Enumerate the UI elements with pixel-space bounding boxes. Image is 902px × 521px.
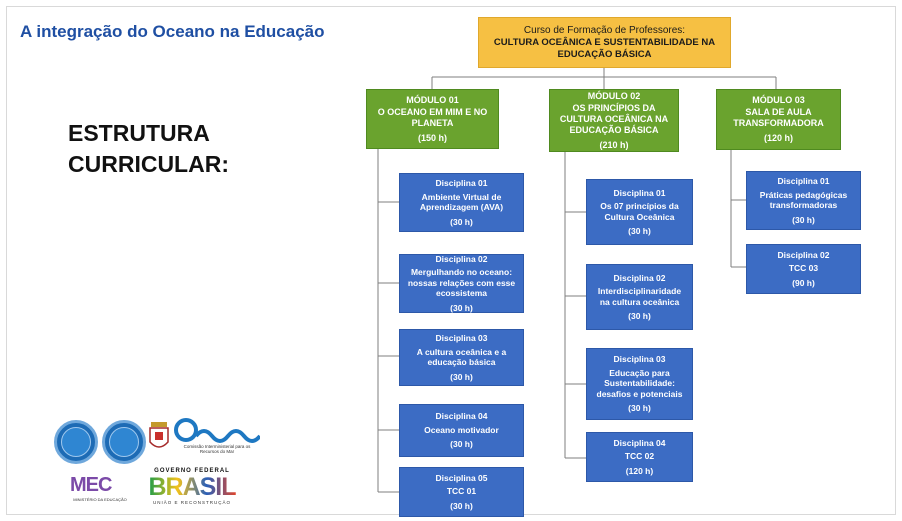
discipline-hours: (30 h) bbox=[450, 500, 473, 511]
discipline-title: Disciplina 02 bbox=[613, 272, 666, 283]
discipline-hours: (30 h) bbox=[628, 311, 651, 321]
discipline-hours: (30 h) bbox=[450, 302, 473, 313]
psrm-seal-logo bbox=[102, 420, 146, 464]
module-01-discipline-01: Disciplina 01 Ambiente Virtual de Aprend… bbox=[399, 173, 524, 232]
module-02-discipline-01: Disciplina 01 Os 07 princípios da Cultur… bbox=[586, 179, 693, 245]
mec-logo: MEC MINISTÉRIO DA EDUCAÇÃO bbox=[70, 474, 130, 510]
module-name: O OCEANO EM MIM E NO PLANETA bbox=[377, 106, 488, 128]
discipline-hours: (120 h) bbox=[625, 465, 654, 476]
cirm-caption: Comissão Interministerial para os Recurs… bbox=[183, 444, 251, 454]
discipline-title: Disciplina 04 bbox=[435, 411, 488, 422]
discipline-name: A cultura oceânica e a educação básica bbox=[416, 346, 507, 368]
module-name: SALA DE AULA TRANSFORMADORA bbox=[733, 107, 824, 128]
discipline-title: Disciplina 01 bbox=[435, 178, 488, 188]
discipline-title: Disciplina 02 bbox=[777, 249, 830, 260]
discipline-name: Práticas pedagógicas transformadoras bbox=[759, 189, 848, 211]
discipline-title: Disciplina 02 bbox=[435, 253, 488, 264]
discipline-name: TCC 02 bbox=[624, 451, 655, 462]
module-01-discipline-03: Disciplina 03 A cultura oceânica e a edu… bbox=[399, 329, 524, 386]
wave-icon bbox=[174, 418, 262, 443]
gov-top-label: GOVERNO FEDERAL bbox=[154, 468, 230, 474]
discipline-hours: (90 h) bbox=[792, 277, 815, 288]
coat-of-arms-logo bbox=[149, 422, 169, 448]
discipline-title: Disciplina 01 bbox=[777, 176, 830, 186]
discipline-hours: (30 h) bbox=[450, 216, 473, 227]
module-hours: (120 h) bbox=[763, 133, 793, 143]
governo-federal-logo: GOVERNO FEDERAL BRASIL UNIÃO E RECONSTRU… bbox=[142, 468, 242, 514]
partner-logos: Comissão Interministerial para os Recurs… bbox=[50, 418, 262, 514]
module-02-discipline-03: Disciplina 03 Educação para Sustentabili… bbox=[586, 348, 693, 420]
gov-brasil-word: BRASIL bbox=[148, 473, 236, 501]
module-03-box: MÓDULO 03 SALA DE AULA TRANSFORMADORA (1… bbox=[716, 89, 841, 150]
discipline-name: TCC 01 bbox=[446, 486, 477, 497]
discipline-name: Oceano motivador bbox=[424, 424, 499, 435]
course-label: Curso de Formação de Professores: bbox=[523, 24, 686, 36]
discipline-title: Disciplina 03 bbox=[613, 354, 666, 365]
mec-caption: MINISTÉRIO DA EDUCAÇÃO bbox=[73, 497, 127, 502]
discipline-name: Educação para Sustentabilidade: desafios… bbox=[596, 367, 683, 399]
module-01-box: MÓDULO 01 O OCEANO EM MIM E NO PLANETA (… bbox=[366, 89, 499, 149]
discipline-title: Disciplina 04 bbox=[613, 437, 666, 448]
discipline-hours: (30 h) bbox=[450, 439, 473, 450]
module-03-discipline-02: Disciplina 02 TCC 03 (90 h) bbox=[746, 244, 861, 294]
discipline-hours: (30 h) bbox=[628, 403, 651, 414]
discipline-hours: (30 h) bbox=[450, 371, 473, 382]
slide-title: A integração do Oceano na Educação bbox=[20, 22, 325, 41]
section-heading-line2: CURRICULAR: bbox=[68, 151, 229, 177]
discipline-name: Os 07 princípios da Cultura Oceânica bbox=[600, 201, 679, 222]
discipline-title: Disciplina 05 bbox=[435, 472, 488, 483]
module-02-box: MÓDULO 02 OS PRINCÍPIOS DA CULTURA OCEÂN… bbox=[549, 89, 679, 152]
gov-caption: UNIÃO E RECONSTRUÇÃO bbox=[152, 500, 231, 505]
discipline-title: Disciplina 01 bbox=[613, 187, 666, 198]
module-title: MÓDULO 01 bbox=[406, 94, 459, 105]
module-name: OS PRINCÍPIOS DA CULTURA OCEÂNICA NA EDU… bbox=[559, 102, 669, 135]
discipline-name: Mergulhando no oceano: nossas relações c… bbox=[407, 267, 516, 299]
module-02-discipline-02: Disciplina 02 Interdisciplinaridade na c… bbox=[586, 264, 693, 330]
course-name: CULTURA OCEÂNICA E SUSTENTABILIDADE NA E… bbox=[493, 36, 716, 60]
mec-word: MEC bbox=[70, 474, 112, 496]
course-box: Curso de Formação de Professores: CULTUR… bbox=[478, 17, 731, 68]
discipline-name: Ambiente Virtual de Aprendizagem (AVA) bbox=[419, 191, 504, 213]
module-01-discipline-04: Disciplina 04 Oceano motivador (30 h) bbox=[399, 404, 524, 457]
section-heading-line1: ESTRUTURA bbox=[68, 120, 210, 146]
module-hours: (150 h) bbox=[417, 132, 447, 143]
module-03-discipline-01: Disciplina 01 Práticas pedagógicas trans… bbox=[746, 171, 861, 230]
module-02-discipline-04: Disciplina 04 TCC 02 (120 h) bbox=[586, 432, 693, 482]
discipline-name: Interdisciplinaridade na cultura oceânic… bbox=[597, 286, 682, 307]
section-heading: ESTRUTURA CURRICULAR: bbox=[68, 118, 229, 180]
discipline-name: TCC 03 bbox=[788, 263, 819, 274]
module-01-discipline-05: Disciplina 05 TCC 01 (30 h) bbox=[399, 467, 524, 517]
cirm-logo: Comissão Interministerial para os Recurs… bbox=[174, 418, 262, 462]
marinha-seal-logo bbox=[54, 420, 98, 464]
module-title: MÓDULO 03 bbox=[752, 95, 805, 105]
discipline-title: Disciplina 03 bbox=[435, 333, 488, 343]
discipline-hours: (30 h) bbox=[628, 226, 651, 236]
module-01-discipline-02: Disciplina 02 Mergulhando no oceano: nos… bbox=[399, 254, 524, 313]
module-title: MÓDULO 02 bbox=[587, 90, 641, 101]
module-hours: (210 h) bbox=[599, 139, 629, 150]
discipline-hours: (30 h) bbox=[792, 214, 815, 225]
